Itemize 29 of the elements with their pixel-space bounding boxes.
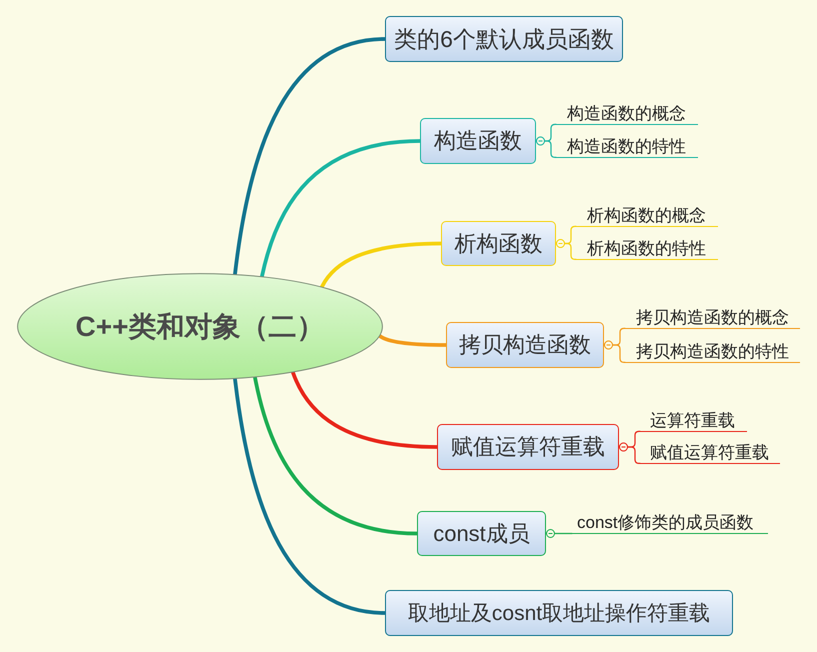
underlined-subtopic: 构造函数的概念 bbox=[556, 100, 698, 125]
underlined-subtopic: 拷贝构造函数的特性 bbox=[625, 338, 800, 363]
underlined-subtopic: 析构函数的概念 bbox=[576, 202, 718, 227]
branch-line bbox=[320, 242, 443, 288]
topic-box: 析构函数 bbox=[441, 221, 556, 266]
connector-line bbox=[535, 136, 557, 158]
branch-line bbox=[378, 334, 448, 347]
branch-line bbox=[233, 37, 387, 276]
branch-line bbox=[233, 377, 387, 615]
underlined-subtopic: 拷贝构造函数的概念 bbox=[625, 304, 800, 329]
topic-box: 取地址及cosnt取地址操作符重载 bbox=[385, 590, 733, 636]
topic-box: 赋值运算符重载 bbox=[437, 424, 619, 470]
topic-box: 拷贝构造函数 bbox=[446, 322, 604, 368]
central-ellipse: C++类和对象（二） bbox=[17, 273, 383, 380]
connector-line bbox=[545, 529, 573, 538]
branch-line bbox=[260, 139, 422, 278]
connector-line bbox=[618, 442, 641, 464]
connector-line bbox=[603, 340, 626, 363]
topic-box: 类的6个默认成员函数 bbox=[385, 16, 623, 62]
underlined-subtopic: 运算符重载 bbox=[640, 407, 747, 432]
underlined-subtopic: 析构函数的特性 bbox=[576, 235, 718, 260]
branch-line bbox=[291, 370, 439, 449]
underlined-subtopic: const修饰类的成员函数 bbox=[572, 509, 768, 534]
topic-box: 构造函数 bbox=[420, 118, 536, 164]
underlined-subtopic: 赋值运算符重载 bbox=[640, 439, 780, 464]
topic-box: const成员 bbox=[417, 511, 546, 556]
underlined-subtopic: 构造函数的特性 bbox=[556, 133, 698, 158]
connector-line bbox=[555, 239, 577, 260]
branch-line bbox=[253, 376, 419, 536]
